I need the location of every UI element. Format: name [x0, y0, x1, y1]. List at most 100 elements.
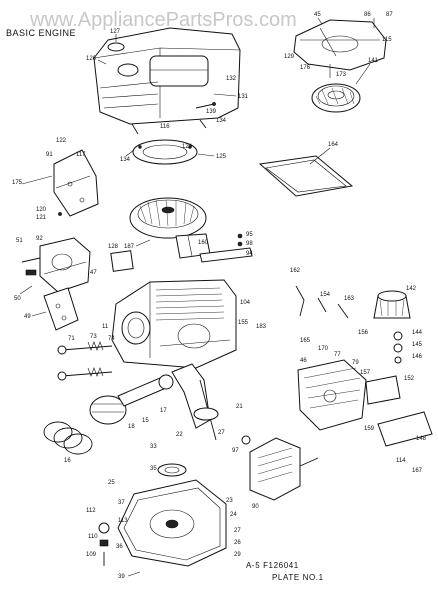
- fuel-filter-cup: [373, 290, 411, 319]
- callout-109: 109: [86, 552, 97, 558]
- callout-86: 86: [364, 12, 371, 18]
- callout-117: 117: [76, 152, 86, 158]
- callout-157: 157: [360, 370, 371, 376]
- callout-163: 163: [344, 296, 355, 302]
- callout-125: 125: [216, 154, 227, 160]
- callout-79: 79: [352, 360, 359, 366]
- carburetor-bracket: [43, 287, 79, 331]
- callout-92: 92: [36, 236, 43, 242]
- callout-73: 73: [90, 334, 97, 340]
- callout-148: 148: [416, 436, 427, 442]
- callout-114: 114: [396, 458, 406, 464]
- callout-121: 121: [36, 215, 47, 221]
- oil-drain-parts: [98, 522, 110, 566]
- starter-pulley: [311, 83, 361, 113]
- callout-145: 145: [412, 342, 423, 348]
- ignition-hardware: [199, 233, 253, 263]
- callout-124: 124: [182, 144, 193, 150]
- callout-162: 162: [290, 268, 301, 274]
- callout-33: 33: [150, 444, 157, 450]
- callout-46: 46: [300, 358, 307, 364]
- air-deflector: [53, 149, 99, 217]
- callout-11: 11: [102, 324, 109, 330]
- callout-90: 90: [252, 504, 259, 510]
- callout-25: 25: [108, 480, 115, 486]
- callout-110: 110: [88, 534, 98, 540]
- blower-housing: [93, 27, 241, 125]
- callout-139: 139: [206, 109, 217, 115]
- callout-187: 187: [124, 244, 135, 250]
- callout-91: 91: [46, 152, 53, 158]
- callout-116: 116: [160, 124, 170, 130]
- fuel-tank-bracket: [377, 411, 433, 447]
- callout-49: 49: [24, 314, 31, 320]
- callout-156: 156: [358, 330, 369, 336]
- callout-115: 115: [382, 37, 392, 43]
- callout-183: 183: [256, 324, 267, 330]
- callout-164: 164: [328, 142, 339, 148]
- fuel-cap: [107, 42, 125, 52]
- crankcase-cover: [117, 479, 227, 567]
- callout-29: 29: [234, 552, 241, 558]
- callout-87: 87: [386, 12, 393, 18]
- callout-45: 45: [314, 12, 321, 18]
- callout-128: 128: [108, 244, 119, 250]
- callout-17: 17: [160, 408, 167, 414]
- watermark: www.AppliancePartsPros.com: [29, 9, 297, 31]
- callout-37: 37: [118, 500, 125, 506]
- carburetor-assembly-right: [297, 359, 401, 431]
- callout-23: 23: [226, 498, 233, 504]
- callout-142: 142: [406, 286, 417, 292]
- callout-134a: 134: [216, 118, 227, 124]
- connecting-rod: [117, 374, 174, 407]
- housing-bolts: [131, 102, 216, 135]
- cylinder-block: [111, 279, 237, 369]
- callout-47: 47: [90, 270, 97, 276]
- callout-16: 16: [64, 458, 71, 464]
- plate-number: PLATE NO.1: [272, 573, 324, 582]
- callout-24: 24: [230, 512, 237, 518]
- callout-129: 129: [284, 54, 295, 60]
- callout-146: 146: [412, 354, 423, 360]
- callout-104: 104: [240, 300, 251, 306]
- callout-154: 154: [320, 292, 331, 298]
- callout-50: 50: [14, 296, 21, 302]
- callout-74: 74: [108, 336, 115, 342]
- callout-165: 165: [300, 338, 311, 344]
- callout-95: 95: [246, 232, 253, 238]
- callout-134b: 134: [120, 157, 131, 163]
- callout-51: 51: [16, 238, 23, 244]
- piston: [89, 395, 127, 425]
- callout-26: 26: [234, 540, 241, 546]
- callout-22: 22: [176, 432, 183, 438]
- callout-112: 112: [86, 508, 96, 514]
- piston-rings: [43, 421, 93, 455]
- valve-springs: [57, 341, 113, 381]
- callout-159: 159: [364, 426, 375, 432]
- callout-97: 97: [232, 448, 239, 454]
- muffler: [249, 437, 319, 501]
- callout-122: 122: [56, 138, 67, 144]
- callout-15: 15: [142, 418, 149, 424]
- callout-127: 127: [110, 29, 121, 35]
- oil-seal-and-gasket: [157, 463, 187, 477]
- callout-71: 71: [68, 336, 75, 342]
- callout-27b: 27: [234, 528, 241, 534]
- flywheel: [129, 197, 207, 239]
- callout-98: 98: [246, 241, 253, 247]
- callout-160: 160: [198, 240, 209, 246]
- callout-175: 175: [12, 180, 23, 186]
- callout-113: 113: [118, 518, 128, 524]
- crankshaft: [171, 363, 219, 441]
- governor-linkage: [295, 285, 349, 319]
- air-vane: [110, 250, 134, 272]
- callout-152: 152: [404, 376, 415, 382]
- callout-173: 173: [336, 72, 347, 78]
- callout-170: 170: [318, 346, 329, 352]
- callout-176: 176: [300, 65, 311, 71]
- callout-155: 155: [238, 320, 249, 326]
- callout-141: 141: [368, 58, 379, 64]
- callout-94: 94: [246, 251, 253, 257]
- rotating-screen-ring: [132, 139, 198, 165]
